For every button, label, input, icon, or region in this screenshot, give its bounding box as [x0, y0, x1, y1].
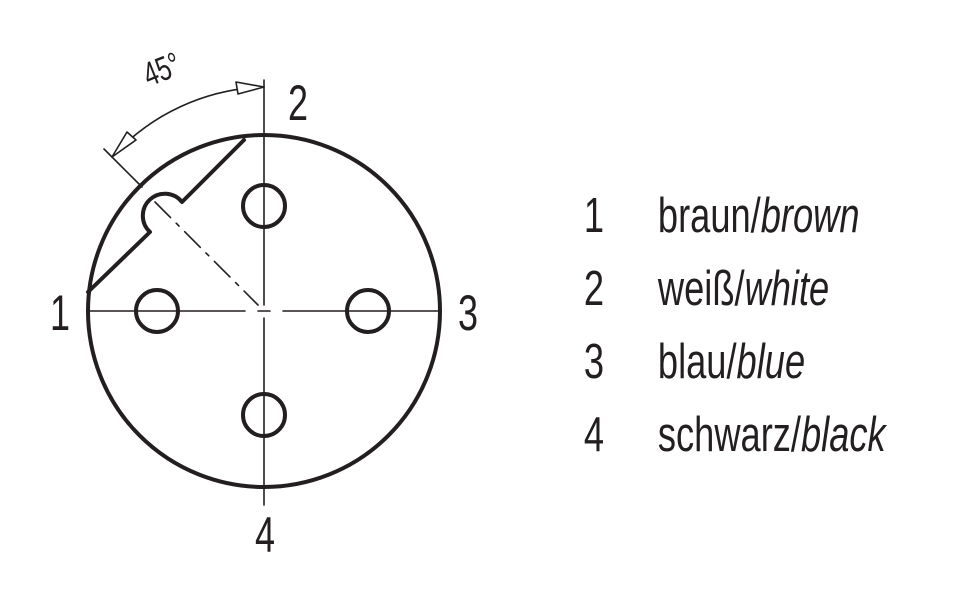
legend-pin-number: 4 — [583, 408, 605, 462]
pin-number-4: 4 — [255, 508, 275, 563]
pin-hole-4 — [241, 392, 287, 438]
legend-row-1: 1 braun/brown — [578, 186, 886, 259]
legend-pin-number: 3 — [583, 335, 605, 389]
legend-color-en: black — [800, 408, 886, 462]
legend-row-3: 3 blau/blue — [578, 332, 886, 405]
legend-row-2: 2 weiß/white — [578, 259, 886, 332]
legend-color-en: brown — [760, 189, 860, 243]
legend-color-en: blue — [736, 335, 806, 389]
legend-separator: / — [726, 335, 737, 389]
legend-pin-number: 2 — [583, 262, 605, 316]
angle-label: 45° — [138, 45, 186, 94]
angle-arrow-end — [235, 81, 265, 95]
angle-arrow-start — [111, 131, 137, 158]
angle-arc — [111, 86, 265, 158]
legend-color-de: blau — [657, 335, 727, 389]
legend-color-en: white — [744, 262, 830, 316]
pin-hole-1 — [134, 288, 180, 334]
coding-key — [86, 138, 246, 294]
legend-pin-number: 1 — [583, 189, 605, 243]
legend-row-4: 4 schwarz/black — [578, 405, 886, 478]
legend-color-de: schwarz — [657, 408, 791, 462]
coding-axis-dashed — [154, 201, 259, 306]
pin-number-1: 1 — [50, 286, 70, 341]
pin-number-2: 2 — [288, 76, 308, 131]
pin-hole-3 — [345, 288, 391, 334]
pin-number-3: 3 — [458, 286, 478, 341]
legend-separator: / — [790, 408, 801, 462]
legend-color-de: braun — [657, 189, 751, 243]
legend-separator: / — [750, 189, 761, 243]
pin-hole-2 — [241, 183, 287, 229]
legend-separator: / — [734, 262, 745, 316]
legend-color-de: weiß — [657, 262, 735, 316]
angle-extension-line — [103, 148, 143, 188]
